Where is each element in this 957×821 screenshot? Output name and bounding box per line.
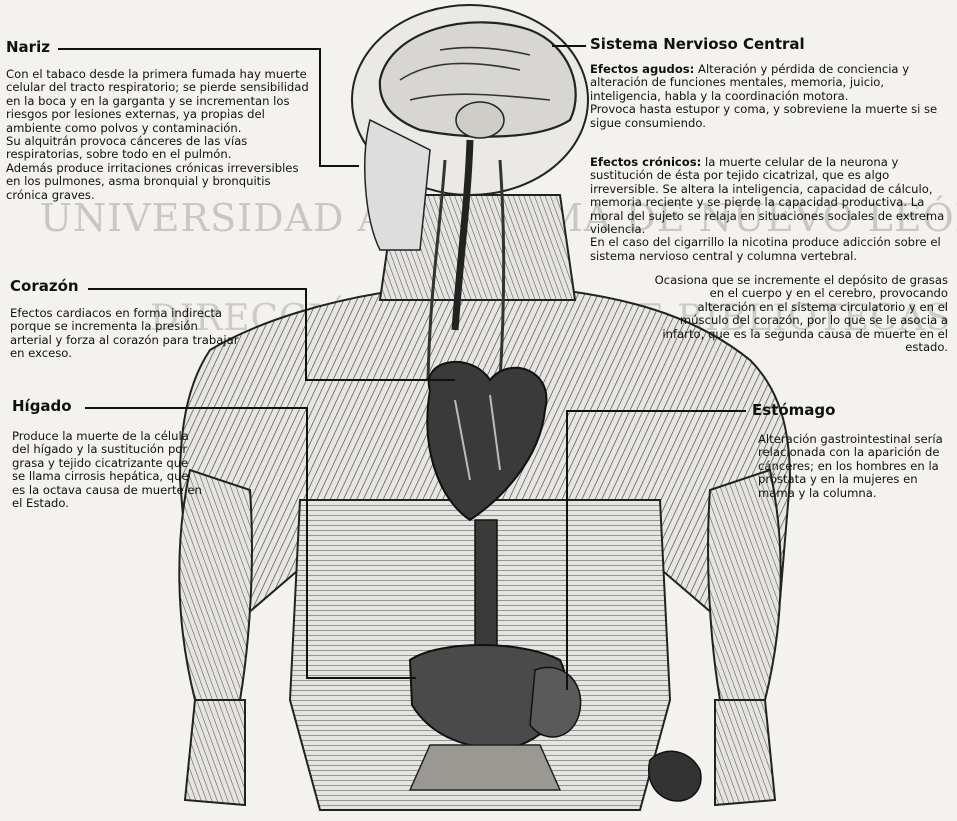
nariz-extra-1: Su alquitrán provoca cánceres de las vía… (6, 134, 247, 161)
nariz-extra-2: Además produce irritaciones crónicas irr… (6, 161, 298, 202)
nariz-leader-h (58, 48, 320, 50)
snc-cronicos: Efectos crónicos: la muerte celular de l… (590, 156, 945, 263)
estomago-leader-v (566, 410, 568, 690)
corazon-leader-h2 (305, 379, 455, 381)
nariz-body: Con el tabaco desde la primera fumada ha… (6, 67, 309, 135)
snc-agudos-label: Efectos agudos: (590, 62, 694, 76)
higado-leader-h2 (306, 677, 416, 679)
higado-body: Produce la muerte de la célula del hígad… (12, 430, 202, 510)
corazon-leader-h (88, 288, 306, 290)
estomago-body: Alteración gastrointestinal sería relaci… (758, 433, 950, 500)
snc-leader-h (552, 45, 586, 47)
snc-cronicos-label: Efectos crónicos: (590, 155, 701, 169)
nariz-title: Nariz (6, 38, 50, 56)
higado-leader-v (306, 407, 308, 678)
nariz-leader-v (319, 48, 321, 166)
estomago-title: Estómago (752, 401, 835, 419)
corazon-title: Corazón (10, 277, 79, 295)
higado-title: Hígado (12, 397, 72, 415)
higado-leader-h (85, 407, 307, 409)
snc-cronicos-extra: En el caso del cigarrillo la nicotina pr… (590, 235, 941, 262)
corazon-leader-v (305, 288, 307, 380)
snc-agudos: Efectos agudos: Alteración y pérdida de … (590, 63, 945, 130)
snc-agudos-extra: Provoca hasta estupor y coma, y sobrevie… (590, 102, 937, 129)
estomago-leader-h (566, 410, 746, 412)
corazon-body: Efectos cardiacos en forma indirecta por… (10, 307, 240, 361)
snc-grasas: Ocasiona que se incremente el depósito d… (650, 274, 948, 354)
snc-title: Sistema Nervioso Central (590, 35, 805, 53)
nariz-text: Con el tabaco desde la primera fumada ha… (6, 68, 310, 202)
nariz-leader-h2 (319, 165, 359, 167)
